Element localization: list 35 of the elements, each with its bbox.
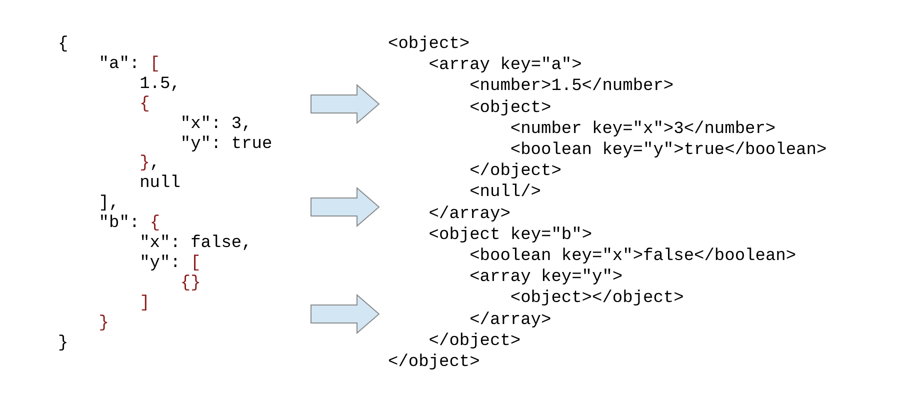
code-line: "y": true (180, 134, 272, 154)
code-line: <array key="y"> (470, 268, 623, 288)
code-line: { (140, 94, 150, 115)
code-line: <boolean key="x">false</boolean> (470, 247, 796, 267)
code-line: 1.5, (140, 74, 180, 95)
block-arrow (310, 294, 380, 334)
code-line: <object></object> (510, 289, 684, 310)
code-line: }, (140, 154, 160, 174)
code-line: } (98, 314, 109, 334)
code-line: <object> (470, 98, 552, 119)
code-line: </object> (388, 353, 480, 373)
code-line: "b": { (98, 214, 160, 234)
code-line: </object> (470, 162, 562, 182)
code-line: <object> (388, 35, 470, 55)
code-line: "a": [ (98, 54, 160, 75)
code-line: </array> (428, 204, 510, 225)
code-line: ], (98, 194, 120, 214)
code-line: ] (140, 294, 150, 314)
code-line: "y": [ (140, 254, 201, 274)
code-line: <boolean key="y">true</boolean> (510, 141, 827, 161)
code-line: "x": 3, (180, 114, 252, 135)
block-arrow (310, 84, 380, 124)
code-line: <number>1.5</number> (470, 77, 674, 98)
code-line: "x": false, (140, 234, 252, 254)
code-line: null (140, 174, 180, 194)
code-line: <number key="x">3</number> (510, 120, 776, 140)
block-arrow (310, 186, 380, 228)
code-line: } (58, 334, 68, 354)
code-line: { (58, 35, 68, 55)
code-line: <object key="b"> (428, 226, 592, 246)
code-line: </object> (428, 332, 521, 352)
code-line: <null/> (470, 183, 542, 204)
code-line: {} (180, 274, 201, 294)
code-line: </array> (470, 310, 552, 331)
code-line: <array key="a"> (428, 56, 582, 76)
